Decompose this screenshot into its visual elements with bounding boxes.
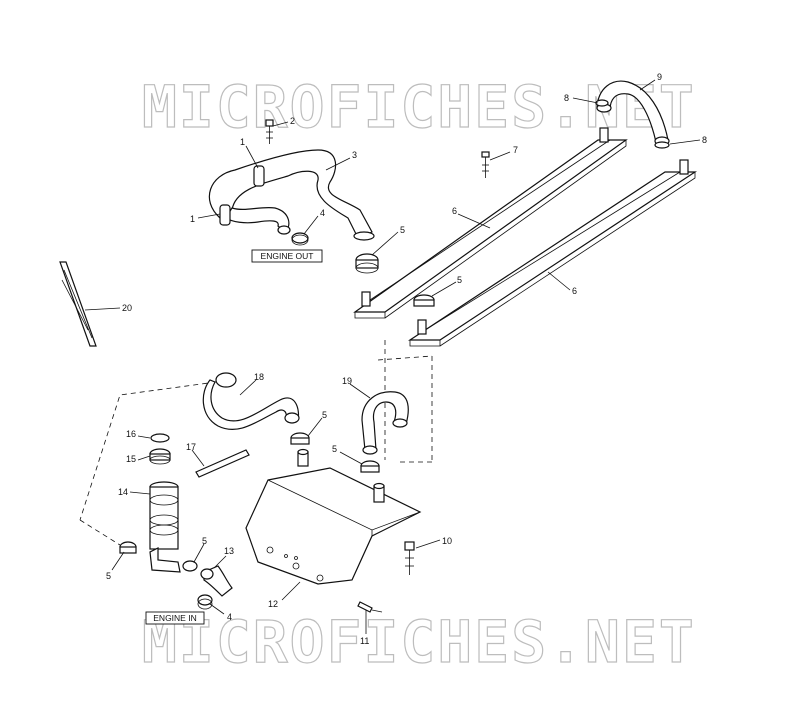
callout-7: 7 xyxy=(513,145,518,155)
part-15-cap xyxy=(149,448,171,465)
callout-6b: 6 xyxy=(572,286,577,296)
part-5-clamp-e xyxy=(119,541,137,554)
callouts: 1 1 2 3 4 5 5 6 6 7 8 8 9 20 18 19 5 5 1… xyxy=(106,72,707,646)
callout-11: 11 xyxy=(360,636,369,646)
callout-12: 12 xyxy=(268,599,278,609)
engine-out-label: ENGINE OUT xyxy=(251,249,323,263)
part-5-clamp-b xyxy=(413,294,435,307)
part-20-strap xyxy=(59,261,97,347)
callout-4b: 4 xyxy=(227,612,232,622)
callout-6a: 6 xyxy=(452,206,457,216)
callout-5b: 5 xyxy=(457,275,462,285)
svg-text:ENGINE OUT: ENGINE OUT xyxy=(261,251,314,261)
callout-17: 17 xyxy=(186,442,196,452)
part-17-tube xyxy=(195,449,250,478)
callout-14: 14 xyxy=(118,487,128,497)
callout-1b: 1 xyxy=(190,214,195,224)
routing-lines xyxy=(79,340,433,546)
engine-in-label: ENGINE IN xyxy=(145,611,205,625)
part-19-hose xyxy=(361,391,409,455)
part-2-bolt xyxy=(265,119,274,144)
callout-4a: 4 xyxy=(320,208,325,218)
part-10-bolt xyxy=(404,541,415,575)
callout-3: 3 xyxy=(352,150,357,160)
svg-text:ENGINE IN: ENGINE IN xyxy=(153,613,196,623)
watermark-bottom: MICROFICHES.NET xyxy=(142,608,696,676)
callout-5e: 5 xyxy=(106,571,111,581)
callout-5a: 5 xyxy=(400,225,405,235)
part-8-clamp-b xyxy=(654,141,670,149)
callout-15: 15 xyxy=(126,454,136,464)
part-3-hose xyxy=(208,149,375,241)
callout-9: 9 xyxy=(657,72,662,82)
part-5-clamp-f xyxy=(182,560,198,572)
part-6-rail-upper xyxy=(353,127,628,319)
callout-8b: 8 xyxy=(702,135,707,145)
callout-10: 10 xyxy=(442,536,452,546)
callout-19: 19 xyxy=(342,376,352,386)
callout-8a: 8 xyxy=(564,93,569,103)
callout-5c: 5 xyxy=(322,410,327,420)
callout-5f: 5 xyxy=(202,536,207,546)
callout-16: 16 xyxy=(126,429,136,439)
part-18-hose xyxy=(202,372,300,431)
callout-13: 13 xyxy=(224,546,234,556)
callout-2: 2 xyxy=(290,116,295,126)
part-7-bolt xyxy=(481,151,490,178)
part-14-reservoir xyxy=(149,481,181,573)
callout-20: 20 xyxy=(122,303,132,313)
part-13-hose xyxy=(200,565,233,597)
part-5-clamp-a xyxy=(355,253,379,274)
part-16-cap xyxy=(150,433,170,443)
part-5-clamp-d xyxy=(360,460,380,473)
callout-1a: 1 xyxy=(240,137,245,147)
part-6-rail-lower xyxy=(407,159,698,347)
callout-5d: 5 xyxy=(332,444,337,454)
leader-lines xyxy=(84,79,701,634)
callout-18: 18 xyxy=(254,372,264,382)
part-4-clamp-upper xyxy=(291,232,309,246)
part-5-clamp-c xyxy=(290,432,310,445)
part-11-fitting xyxy=(357,601,383,613)
part-4-clamp-lower xyxy=(197,594,213,610)
part-12-tank xyxy=(245,448,422,585)
